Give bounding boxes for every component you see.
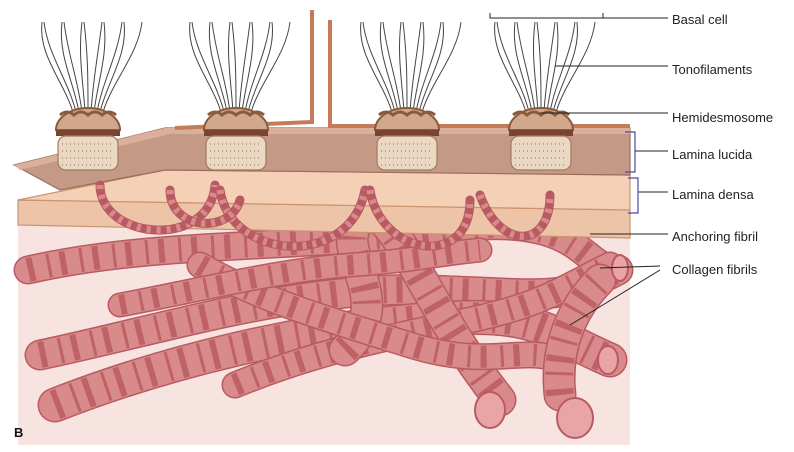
- tonofilament: [419, 22, 444, 112]
- tonofilament: [533, 22, 538, 112]
- label-tonofilaments: Tonofilaments: [672, 62, 752, 77]
- tonofilament: [556, 22, 595, 112]
- tonofilament: [380, 22, 398, 112]
- tonofilament: [363, 22, 395, 112]
- label-lamina-lucida: Lamina lucida: [672, 147, 752, 162]
- tonofilament: [84, 22, 88, 112]
- hemidesmosome-plate: [509, 130, 573, 136]
- tonofilament: [192, 22, 224, 112]
- leader-line: [490, 13, 668, 18]
- leader-line: [628, 178, 668, 213]
- tonofilament: [80, 22, 85, 112]
- tonofilament: [553, 22, 578, 112]
- leader-line: [625, 132, 668, 172]
- label-basal-cell: Basal cell: [672, 12, 728, 27]
- tonofilament: [422, 22, 461, 112]
- basal-cell-membrane: [330, 20, 630, 126]
- hemidesmosome-plate: [204, 130, 268, 136]
- fibril-cut-end: [475, 392, 505, 428]
- tonofilament: [514, 22, 532, 112]
- tonofilament: [232, 22, 236, 112]
- tonofilament: [497, 22, 529, 112]
- tonofilament: [44, 22, 76, 112]
- fibril-cut-end: [557, 398, 593, 438]
- tonofilament: [399, 22, 404, 112]
- tonofilament: [403, 22, 407, 112]
- tonofilament: [209, 22, 227, 112]
- tonofilament: [228, 22, 233, 112]
- hemidesmosome-plate: [56, 130, 120, 136]
- tonofilament: [61, 22, 79, 112]
- tonofilament: [248, 22, 273, 112]
- tonofilament: [100, 22, 125, 112]
- label-hemidesmosome: Hemidesmosome: [672, 110, 773, 125]
- tonofilament: [537, 22, 541, 112]
- hemidesmosome-plate: [375, 130, 439, 136]
- label-anchoring-fibril: Anchoring fibril: [672, 229, 758, 244]
- fibril-cut-end: [598, 346, 618, 374]
- label-lamina-densa: Lamina densa: [672, 187, 754, 202]
- tonofilament: [251, 22, 290, 112]
- label-collagen-fibrils: Collagen fibrils: [672, 262, 757, 277]
- tonofilament: [103, 22, 142, 112]
- panel-letter: B: [14, 425, 23, 440]
